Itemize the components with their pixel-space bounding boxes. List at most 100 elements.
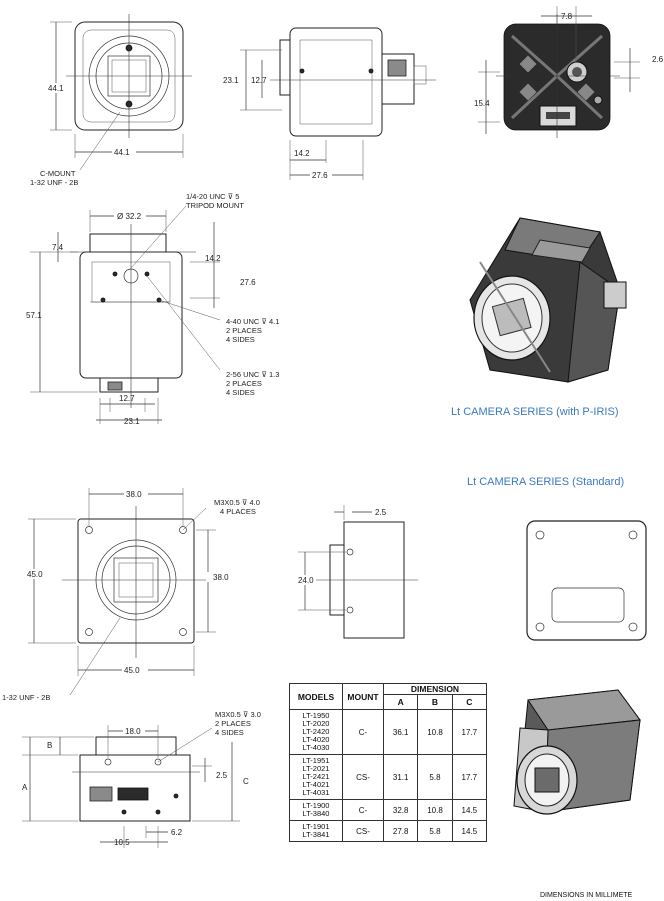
dim-rear-7-8: 7.8 xyxy=(561,12,573,21)
std-mount-thread-label: 1-32 UNF - 2B xyxy=(2,693,50,702)
dim-side-12-7: 12.7 xyxy=(251,76,267,85)
piris-rear-view xyxy=(478,6,640,138)
rear-screw-note-line1: M3X0.5 ⊽ 3.0 xyxy=(215,710,261,719)
dim-side-27-6: 27.6 xyxy=(312,171,328,180)
dim-std-front-38-top: 38.0 xyxy=(126,490,142,499)
thread-note-2-line3: 4 SIDES xyxy=(226,388,255,397)
model-name: LT-2420 xyxy=(302,727,330,736)
standard-camera-isometric xyxy=(513,689,641,815)
dim-std-side-2-5: 2.5 xyxy=(375,508,387,517)
model-name: LT-4021 xyxy=(302,780,330,789)
dim-a-cell: 36.1 xyxy=(382,709,419,755)
dim-bottom-7-4: 7.4 xyxy=(52,243,64,252)
table-row: LT-1951 LT-2021 LT-2421 LT-4021 LT-4031 … xyxy=(289,754,488,800)
dimension-table: MODELS MOUNT DIMENSION A B C LT-1950 LT-… xyxy=(289,683,488,842)
dimensions-footer: DIMENSIONS IN MILLIMETE xyxy=(540,892,633,899)
dim-std-front-45-left: 45.0 xyxy=(27,570,43,579)
model-name: LT-3840 xyxy=(302,809,330,818)
thread-note-1-line3: 4 SIDES xyxy=(226,335,255,344)
dim-a-cell: 32.8 xyxy=(382,799,419,821)
dim-bottom-57-1: 57.1 xyxy=(26,311,42,320)
dim-bottom-12-7: 12.7 xyxy=(119,394,135,403)
dim-front-width: 44.1 xyxy=(114,148,130,157)
thread-note-2-line1: 2-56 UNC ⊽ 1.3 xyxy=(226,370,279,379)
piris-side-view xyxy=(240,27,436,180)
dim-a-cell: 31.1 xyxy=(382,754,419,800)
dim-std-rear-10-5: 10.5 xyxy=(114,838,130,847)
piris-camera-isometric xyxy=(469,217,627,383)
standard-rear-view xyxy=(22,725,240,848)
table-row: LT-1950 LT-2020 LT-2420 LT-4020 LT-4030 … xyxy=(289,709,488,755)
header-mount: MOUNT xyxy=(342,683,384,710)
dim-side-14-2: 14.2 xyxy=(294,149,310,158)
model-name: LT-1951 xyxy=(302,756,330,765)
thread-note-2-line2: 2 PLACES xyxy=(226,379,262,388)
dim-bottom-diameter: Ø 32.2 xyxy=(117,212,142,221)
standard-side-view xyxy=(298,505,418,639)
mount-label-line2: 1-32 UNF - 2B xyxy=(30,178,78,187)
dim-b-cell: 5.8 xyxy=(417,820,453,842)
dim-std-rear-6-2: 6.2 xyxy=(171,828,183,837)
dim-c-cell: 14.5 xyxy=(451,799,488,821)
mount-cell: C- xyxy=(342,799,384,821)
models-cell: LT-1901 LT-3841 xyxy=(289,820,343,842)
dim-bottom-27-6: 27.6 xyxy=(240,278,256,287)
dim-bottom-14-2: 14.2 xyxy=(205,254,221,263)
screw-note-line2: 4 PLACES xyxy=(220,507,256,516)
dim-c-cell: 17.7 xyxy=(451,709,488,755)
dim-label-a: A xyxy=(22,783,28,792)
dim-front-height: 44.1 xyxy=(48,84,64,93)
series-title-piris: Lt CAMERA SERIES (with P-IRIS) xyxy=(451,406,618,418)
standard-side-plate xyxy=(526,520,647,641)
model-name: LT-1901 xyxy=(302,822,330,831)
series-title-standard: Lt CAMERA SERIES (Standard) xyxy=(467,476,624,488)
dim-std-rear-18: 18.0 xyxy=(125,727,141,736)
dim-label-b: B xyxy=(47,741,52,750)
dim-b-cell: 10.8 xyxy=(417,799,453,821)
dim-c-cell: 14.5 xyxy=(451,820,488,842)
rear-screw-note-line2: 2 PLACES xyxy=(215,719,251,728)
header-dimension: DIMENSION xyxy=(383,683,487,695)
rear-screw-note-line3: 4 SIDES xyxy=(215,728,244,737)
header-models: MODELS xyxy=(289,683,343,710)
dim-label-c: C xyxy=(243,777,249,786)
model-name: LT-1900 xyxy=(302,801,330,810)
header-a: A xyxy=(382,694,419,710)
dim-std-side-24: 24.0 xyxy=(298,576,314,585)
table-row: LT-1900 LT-3840 C- 32.8 10.8 14.5 xyxy=(289,799,488,821)
dim-std-rear-2-5: 2.5 xyxy=(216,771,228,780)
standard-front-view xyxy=(25,488,232,696)
model-name: LT-4031 xyxy=(302,788,330,797)
thread-note-1-line1: 4-40 UNC ⊽ 4.1 xyxy=(226,317,279,326)
dim-a-cell: 27.8 xyxy=(382,820,419,842)
mount-cell: CS- xyxy=(342,820,384,842)
dim-bottom-23-1: 23.1 xyxy=(124,417,140,426)
model-name: LT-2421 xyxy=(302,772,330,781)
mount-cell: CS- xyxy=(342,754,384,800)
header-c: C xyxy=(451,694,488,710)
dim-rear-2-6: 2.6 xyxy=(652,55,664,64)
dim-std-front-38-right: 38.0 xyxy=(213,573,229,582)
header-b: B xyxy=(417,694,453,710)
model-name: LT-4030 xyxy=(302,743,330,752)
models-cell: LT-1951 LT-2021 LT-2421 LT-4021 LT-4031 xyxy=(289,754,343,800)
model-name: LT-1950 xyxy=(302,711,330,720)
models-cell: LT-1900 LT-3840 xyxy=(289,799,343,821)
dim-c-cell: 17.7 xyxy=(451,754,488,800)
dim-b-cell: 10.8 xyxy=(417,709,453,755)
tripod-label-line2: TRIPOD MOUNT xyxy=(186,201,244,210)
screw-note-line1: M3X0.5 ⊽ 4.0 xyxy=(214,498,260,507)
piris-bottom-view xyxy=(30,205,221,424)
model-name: LT-2021 xyxy=(302,764,330,773)
model-name: LT-4020 xyxy=(302,735,330,744)
dim-rear-15-4: 15.4 xyxy=(474,99,490,108)
model-name: LT-2020 xyxy=(302,719,330,728)
model-name: LT-3841 xyxy=(302,830,330,839)
dim-std-front-45-bottom: 45.0 xyxy=(124,666,140,675)
tripod-label-line1: 1/4-20 UNC ⊽ 5 xyxy=(186,192,239,201)
piris-front-view xyxy=(47,14,192,171)
mount-cell: C- xyxy=(342,709,384,755)
dim-side-23-1: 23.1 xyxy=(223,76,239,85)
mount-label-line1: C-MOUNT xyxy=(40,169,76,178)
